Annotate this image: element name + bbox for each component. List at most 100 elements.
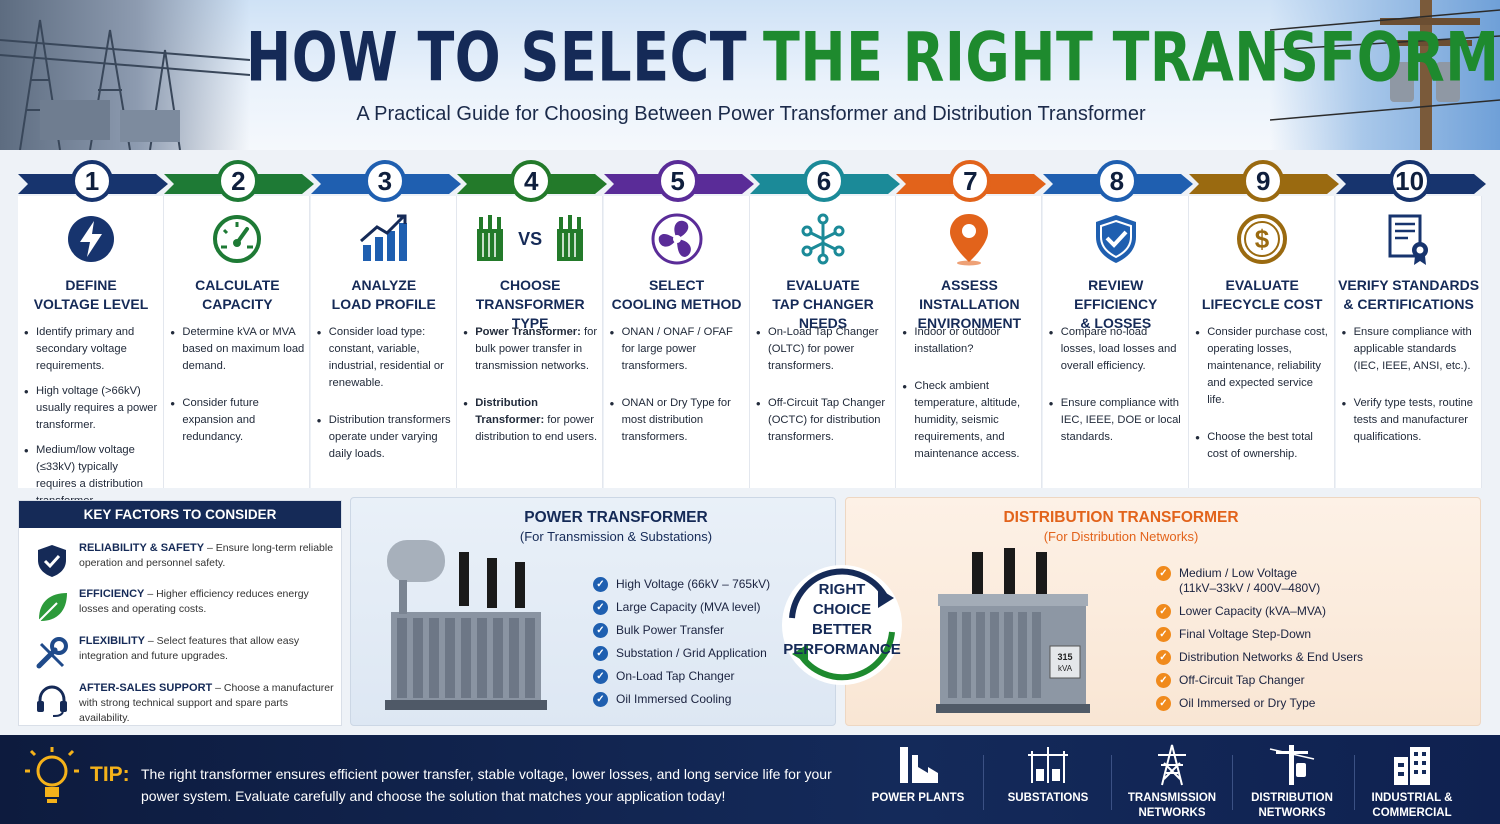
application-label: TRANSMISSION (1127, 792, 1217, 804)
step-title-line-1: REVIEW EFFICIENCY (1074, 277, 1158, 312)
feature-text: Substation / Grid Application (616, 646, 767, 660)
step-title-line-2: LOAD PROFILE (331, 296, 436, 312)
tip-text: The right transformer ensures efficient … (141, 766, 832, 804)
page-subtitle: A Practical Guide for Choosing Between P… (356, 103, 1146, 125)
step-number: 2 (217, 160, 260, 202)
bullet-text: for power distribution to end users. (475, 414, 598, 443)
step-card: REVIEW EFFICIENCY& LOSSESCompare no-load… (1042, 196, 1189, 488)
nameplate-unit: kVA (1058, 664, 1073, 673)
substation-photo (0, 0, 250, 150)
step-card: CALCULATECAPACITYDetermine kVA or MVA ba… (164, 196, 311, 488)
utility-pole-photo (1270, 0, 1500, 150)
bullet-item: On-Load Tap Changer (OLTC) for power tra… (756, 324, 892, 375)
feature-text: Oil Immersed Cooling (616, 692, 732, 706)
application-distribution: DISTRIBUTION NETWORKS (1232, 743, 1352, 823)
feature-item: ✓Medium / Low Voltage(11kV–33kV / 400V–4… (1156, 566, 1456, 596)
step-title-line-1: CALCULATE (195, 277, 280, 293)
feature-item: ✓High Voltage (66kV – 765kV) (593, 577, 833, 592)
step-title-line-1: SELECT (648, 277, 705, 293)
distribution-transformer-subtitle: (For Distribution Networks) (1043, 529, 1199, 544)
circuit-icon (793, 212, 853, 266)
feature-text: Oil Immersed or Dry Type (1179, 696, 1316, 710)
bullet-item: Compare no-load losses, load losses and … (1049, 324, 1185, 375)
feature-item: ✓Large Capacity (MVA level) (593, 600, 833, 615)
power-transformer-image (385, 540, 547, 710)
bullet-item: Indoor or outdoor installation? (902, 324, 1038, 358)
key-factor-title: AFTER-SALES SUPPORT (79, 682, 213, 694)
bullet-item: Verify type tests, routine tests and man… (1342, 395, 1478, 446)
title-part-2: THE RIGHT TRANSFORMER (763, 18, 1500, 97)
key-factor-title: EFFICIENCY (79, 588, 145, 600)
step-title-line-2: VOLTAGE LEVEL (33, 296, 149, 312)
shield-check-icon (1086, 212, 1146, 266)
power-transformer-features: ✓High Voltage (66kV – 765kV) ✓Large Capac… (593, 577, 833, 715)
distribution-transformer-features: ✓Medium / Low Voltage(11kV–33kV / 400V–4… (1156, 566, 1456, 719)
feature-text: Medium / Low Voltage (1179, 566, 1298, 580)
step-bullets: Consider purchase cost, operating losses… (1195, 324, 1331, 483)
key-factor-text: – Choose a manufacturer with strong tech… (79, 682, 334, 724)
step-title-line-1: VERIFY STANDARDS (1338, 277, 1480, 293)
check-icon: ✓ (1156, 627, 1171, 642)
check-icon: ✓ (1156, 696, 1171, 711)
bullet-item: Distribution Transformer: for power dist… (463, 395, 599, 446)
feature-item: ✓Oil Immersed Cooling (593, 692, 833, 707)
step-title: ANALYZE LOAD PROFILE (313, 276, 455, 314)
step-title-line-1: ASSESS INSTALLATION (919, 277, 1020, 312)
bullet-item: Ensure compliance with IEC, IEEE, DOE or… (1049, 395, 1185, 446)
badge-line-3: BETTER (812, 621, 872, 638)
feature-text: Distribution Networks & End Users (1179, 650, 1364, 664)
power-transformer-subtitle: (For Transmission & Substations) (519, 529, 713, 544)
bullet-text: for bulk power transfer in transmission … (475, 326, 598, 372)
bullet-item: ONAN or Dry Type for most distribution t… (610, 395, 746, 446)
step-title-line-2: CAPACITY (202, 296, 273, 312)
step-title-line-1: ANALYZE (351, 277, 417, 293)
bullet-item: High voltage (>66kV) usually requires a … (24, 383, 160, 434)
right-choice-badge: RIGHT CHOICE BETTER PERFORMANCE (778, 556, 906, 694)
key-factor-text: – Higher efficiency reduces energy losse… (79, 588, 309, 615)
gauge-icon (207, 212, 267, 266)
step-number: 4 (510, 160, 553, 202)
step-bullets: Indoor or outdoor installation?Check amb… (902, 324, 1038, 483)
bullet-item: Identify primary and secondary voltage r… (24, 324, 160, 375)
key-factor-flexibility: FLEXIBILITY – Select features that allow… (33, 634, 337, 674)
distribution-pole-icon (1269, 745, 1315, 785)
feature-text: Final Voltage Step-Down (1179, 627, 1312, 641)
power-plant-icon (900, 747, 938, 783)
step-bullets: On-Load Tap Changer (OLTC) for power tra… (756, 324, 892, 466)
nameplate-rating: 315 (1057, 652, 1072, 662)
feature-text: High Voltage (66kV – 765kV) (616, 577, 771, 591)
power-transformer-title: POWER TRANSFORMER (524, 509, 708, 526)
feature-item: ✓ Final Voltage Step-Down (1156, 627, 1456, 642)
application-substations: SUBSTATIONS (988, 743, 1108, 823)
dollar-coin-icon: $ (1232, 212, 1292, 266)
step-title: CALCULATE CAPACITY (166, 276, 308, 314)
feature-item: ✓ Oil Immersed or Dry Type (1156, 696, 1456, 711)
footer-bar: TIP: The right transformer ensures effic… (0, 735, 1500, 824)
step-number: 10 (1388, 160, 1431, 202)
buildings-icon (1394, 747, 1430, 785)
wrench-icon (36, 637, 68, 669)
step-2: 2CALCULATECAPACITYDetermine kVA or MVA b… (164, 160, 315, 490)
key-factor-efficiency: EFFICIENCY – Higher efficiency reduces e… (33, 587, 337, 627)
leaf-icon (38, 593, 67, 622)
application-industrial: INDUSTRIAL & COMMERCIAL (1352, 743, 1472, 823)
step-number: 9 (1242, 160, 1285, 202)
step-title-line-1: EVALUATE (1225, 277, 1299, 293)
key-factors-heading: KEY FACTORS TO CONSIDER (19, 501, 341, 528)
key-factor-support: AFTER-SALES SUPPORT – Choose a manufactu… (33, 681, 337, 724)
application-label-2: NETWORKS (1258, 807, 1326, 819)
step-title-line-2: COOLING METHOD (611, 296, 742, 312)
